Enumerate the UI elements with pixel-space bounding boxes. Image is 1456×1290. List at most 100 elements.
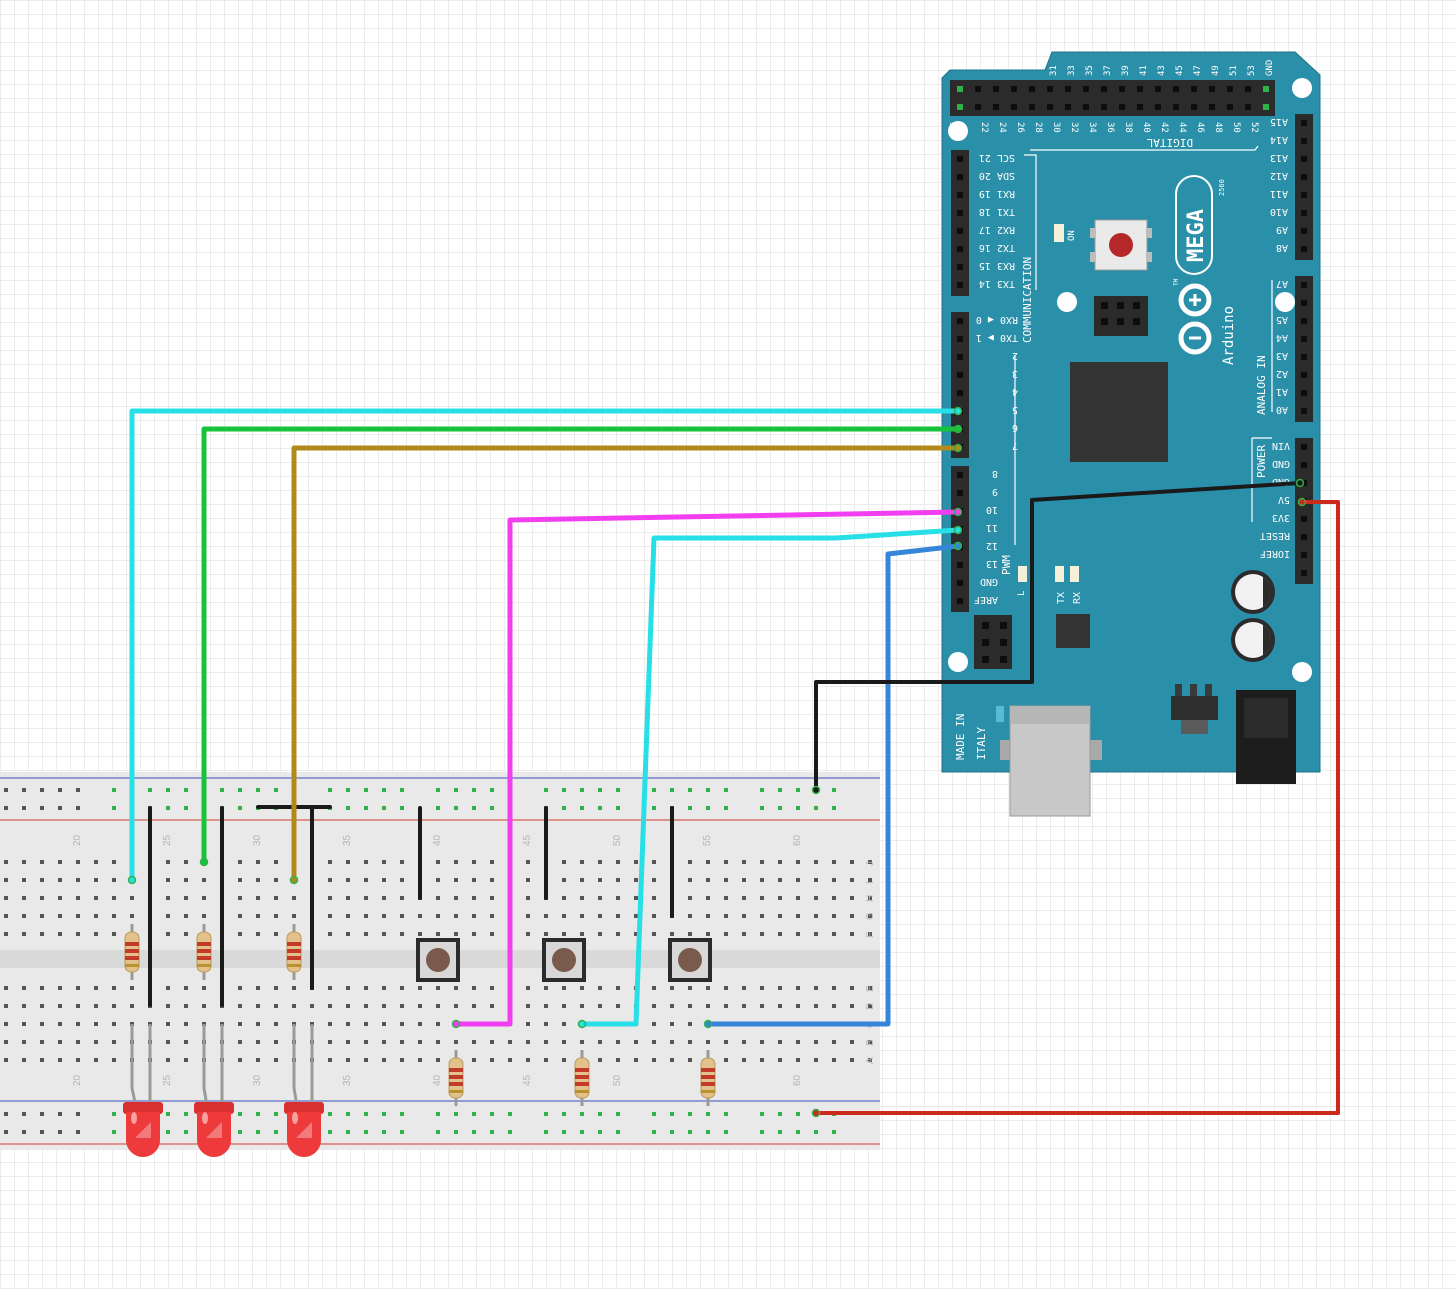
breadboard-hole — [256, 1022, 260, 1026]
pin-label: 12 — [986, 540, 998, 551]
rail-hole — [454, 1112, 458, 1116]
rail-hole — [436, 788, 440, 792]
breadboard-hole — [346, 1058, 350, 1062]
breadboard-hole — [778, 914, 782, 918]
rail-hole — [796, 806, 800, 810]
rail-hole — [364, 788, 368, 792]
pin-label: VIN — [1272, 440, 1290, 451]
header-pin — [957, 246, 963, 252]
usb-chip — [1056, 614, 1090, 648]
breadboard-hole — [58, 1040, 62, 1044]
reset-button-leg — [1146, 228, 1152, 238]
breadboard-hole — [580, 1040, 584, 1044]
header-pin — [1029, 104, 1035, 110]
breadboard-hole — [562, 1004, 566, 1008]
breadboard-hole — [76, 1040, 80, 1044]
header-pin — [1301, 192, 1307, 198]
breadboard-hole — [346, 986, 350, 990]
breadboard-hole — [724, 878, 728, 882]
rail-hole — [4, 806, 8, 810]
wire-endpoint — [953, 541, 963, 551]
breadboard-hole — [400, 1022, 404, 1026]
header-pin — [1029, 86, 1035, 92]
header-pin — [1301, 282, 1307, 288]
header-pin — [957, 336, 963, 342]
breadboard-hole — [832, 986, 836, 990]
pin-label: A3 — [1276, 350, 1288, 361]
pin-label: 10 — [986, 504, 998, 515]
header-pin — [1245, 104, 1251, 110]
column-number: 35 — [342, 834, 353, 846]
breadboard-hole — [22, 986, 26, 990]
breadboard-hole — [40, 1004, 44, 1008]
pin-label: 5V — [948, 122, 956, 131]
breadboard-hole — [436, 1058, 440, 1062]
header-pin — [1155, 104, 1161, 110]
breadboard-hole — [454, 878, 458, 882]
rail-hole — [706, 1112, 710, 1116]
on-led — [1054, 224, 1064, 242]
breadboard-hole — [706, 1040, 710, 1044]
breadboard-hole — [688, 896, 692, 900]
breadboard-hole — [670, 932, 674, 936]
led-red — [194, 1024, 234, 1157]
breadboard-hole — [292, 1004, 296, 1008]
column-number: 35 — [342, 1074, 353, 1086]
breadboard-hole — [598, 986, 602, 990]
breadboard-hole — [364, 914, 368, 918]
breadboard-hole — [94, 1004, 98, 1008]
breadboard-hole — [724, 860, 728, 864]
header-pin — [1301, 228, 1307, 234]
breadboard-hole — [850, 1058, 854, 1062]
breadboard-hole — [616, 878, 620, 882]
breadboard-hole — [472, 896, 476, 900]
rail-hole — [760, 1112, 764, 1116]
breadboard-hole — [778, 932, 782, 936]
wire-black-gnd — [814, 481, 1301, 790]
breadboard-hole — [778, 1040, 782, 1044]
rail-hole — [328, 788, 332, 792]
breadboard-hole — [490, 932, 494, 936]
breadboard-hole — [580, 914, 584, 918]
pin-label: 42 — [1159, 122, 1169, 133]
rail-hole — [490, 788, 494, 792]
breadboard-hole — [274, 1004, 278, 1008]
breadboard-hole — [688, 986, 692, 990]
header-pin — [1301, 444, 1307, 450]
header-pin — [1119, 104, 1125, 110]
breadboard-hole — [328, 1022, 332, 1026]
breadboard-hole — [526, 932, 530, 936]
breadboard-hole — [58, 878, 62, 882]
rail-hole — [490, 1130, 494, 1134]
reset-button-leg — [1146, 252, 1152, 262]
digital-header-a — [951, 312, 969, 458]
column-number: 50 — [612, 1074, 623, 1086]
breadboard-hole — [526, 1022, 530, 1026]
breadboard-hole — [472, 1040, 476, 1044]
breadboard-hole — [382, 1004, 386, 1008]
breadboard-hole — [346, 932, 350, 936]
breadboard-hole — [40, 914, 44, 918]
breadboard-hole — [562, 986, 566, 990]
breadboard-hole — [436, 1040, 440, 1044]
breadboard-hole — [346, 1040, 350, 1044]
pin-label: 35 — [1085, 65, 1095, 76]
brand-label: Arduino — [1221, 306, 1237, 365]
header-pin — [1301, 156, 1307, 162]
wire-endpoint — [199, 857, 209, 867]
pin-label: A1 — [1276, 386, 1288, 397]
breadboard-hole — [616, 1004, 620, 1008]
header-pin — [1065, 104, 1071, 110]
components — [123, 924, 716, 1157]
rail-hole — [508, 1112, 512, 1116]
breadboard-hole — [598, 878, 602, 882]
breadboard-hole — [526, 914, 530, 918]
rail-hole — [832, 1130, 836, 1134]
rail-hole — [670, 1112, 674, 1116]
breadboard-hole — [832, 932, 836, 936]
breadboard-hole — [526, 878, 530, 882]
header-pin — [1263, 86, 1269, 92]
breadboard-hole — [4, 878, 8, 882]
